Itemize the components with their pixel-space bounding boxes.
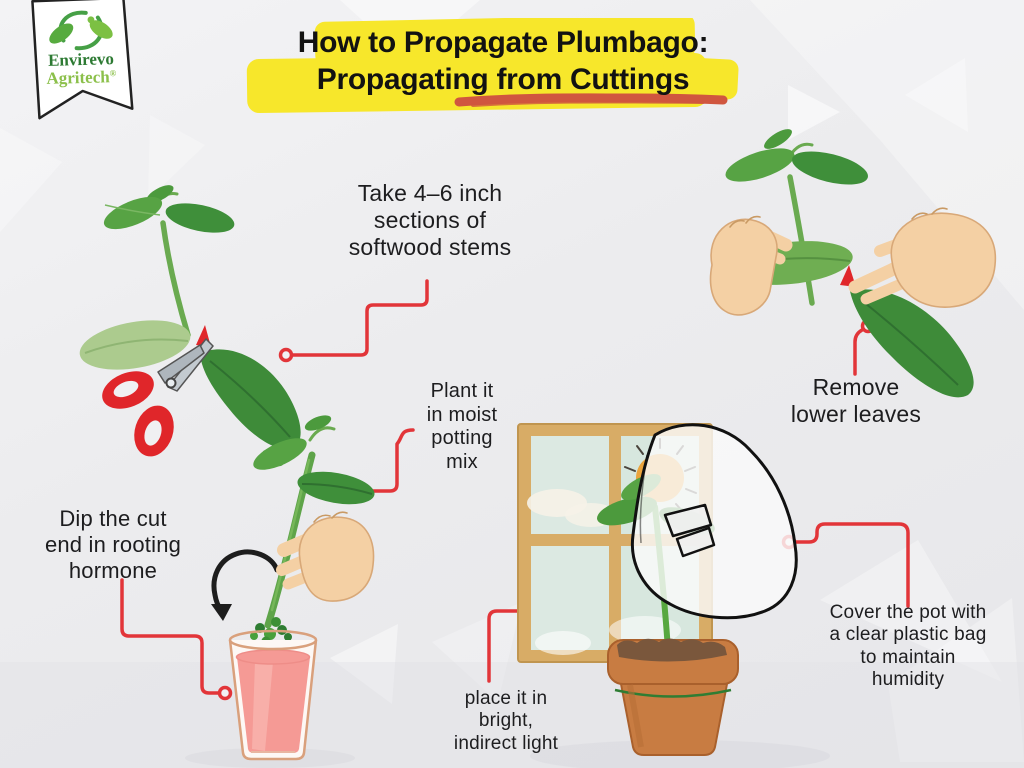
step-cover-pot: Cover the pot with a clear plastic bag t…	[829, 602, 987, 691]
window-pot-bag-illustration	[517, 423, 798, 756]
logo-brand-line1: Envirevo	[48, 49, 114, 70]
holding-hand-icon	[276, 511, 375, 602]
step-plant-moist: Plant it in moist potting mix	[426, 380, 498, 473]
envirevo-leaf-icon	[49, 10, 113, 51]
logo-brand-line2: Agritech®	[46, 67, 117, 88]
step-take-sections: Take 4–6 inch sections of softwood stems	[348, 180, 512, 261]
title-highlight	[246, 18, 739, 114]
right-hand-icon	[848, 207, 997, 308]
title-line2: Propagating from Cuttings	[316, 63, 690, 96]
plastic-bag-icon	[630, 423, 798, 620]
step-dip-hormone: Dip the cut end in rooting hormone	[44, 506, 182, 583]
left-hand-icon	[709, 215, 793, 316]
logo-banner: Envirevo Agritech®	[22, 0, 141, 125]
scissors-cutting-illustration	[79, 185, 301, 467]
hand-holding-cutting-illustration	[250, 415, 375, 646]
title-line1: How to Propagate Plumbago:	[297, 26, 709, 59]
title-block: How to Propagate Plumbago: Propagating f…	[233, 18, 773, 118]
terracotta-pot-icon	[607, 638, 739, 756]
remove-leaves-illustration	[709, 129, 997, 398]
rooting-hormone-glass-illustration	[228, 629, 318, 761]
scissors-icon	[102, 338, 214, 457]
title-underline-brush	[454, 93, 728, 107]
step-bright-light: place it in bright, indirect light	[453, 688, 559, 754]
step-remove-lower: Remove lower leaves	[790, 374, 922, 428]
